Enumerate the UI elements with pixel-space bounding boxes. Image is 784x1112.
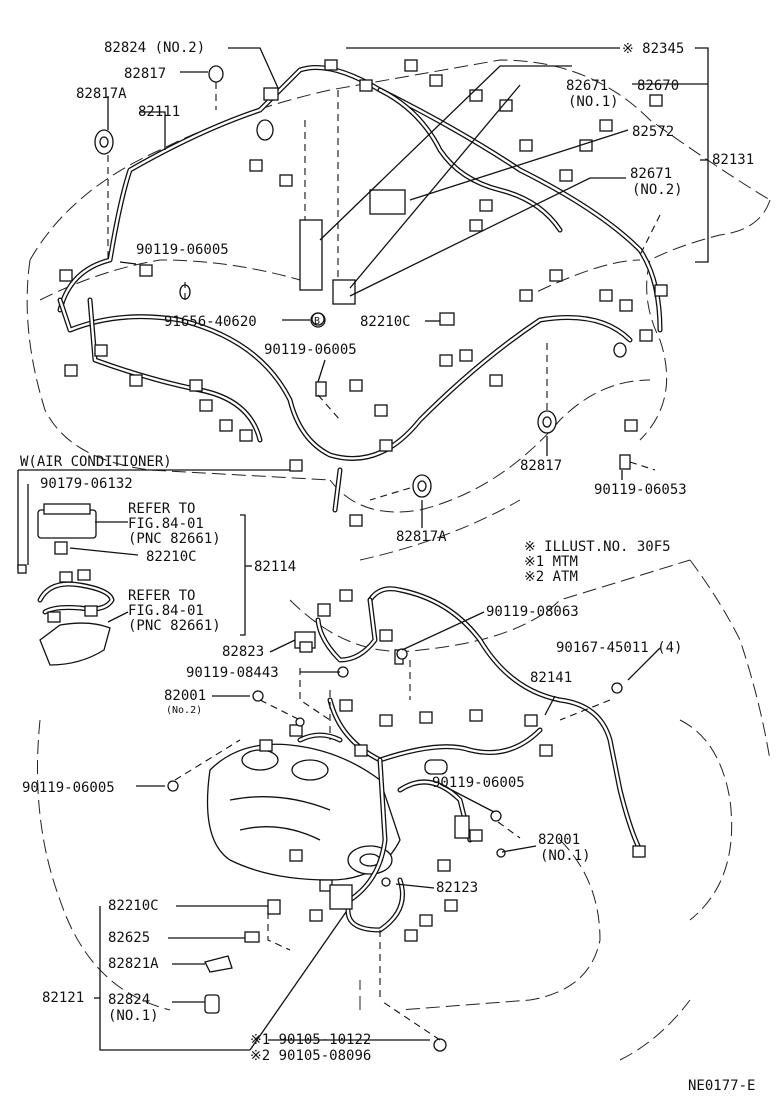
note-mtm: ※1 MTM (524, 554, 578, 570)
label-82670: 82670 (637, 78, 679, 94)
label-90119-08063: 90119-08063 (486, 604, 579, 620)
label-82823: 82823 (222, 644, 264, 660)
label-82114: 82114 (254, 559, 296, 575)
label-82817-top: 82817 (124, 66, 166, 82)
label-82001-no1: 82001 (538, 832, 580, 848)
label-82671-no1: 82671 (566, 78, 608, 94)
label-82817a-top: 82817A (76, 86, 127, 102)
upper-connectors (59, 59, 668, 527)
label-82821a: 82821A (108, 956, 159, 972)
label-82001-no1-sub: (NO.1) (540, 848, 591, 864)
label-82817-mid: 82817 (520, 458, 562, 474)
label-82671-no2-sub: (NO.2) (632, 182, 683, 198)
label-90119-06053: 90119-06053 (594, 482, 687, 498)
label-82824-no1: 82824 (108, 992, 150, 1008)
lower-parts (167, 589, 646, 1052)
reference-code: NE0177-E (688, 1078, 755, 1094)
label-82671-no1-sub: (NO.1) (568, 94, 619, 110)
label-82141: 82141 (530, 670, 572, 686)
label-82210c-top: 82210C (360, 314, 411, 330)
label-82210c-bot: 82210C (108, 898, 159, 914)
lower-body-outline (37, 559, 771, 1061)
label-82111: 82111 (138, 104, 180, 120)
label-82824-no1-sub: (NO.1) (108, 1008, 159, 1024)
label-refer2-line2: FIG.84-01 (128, 603, 204, 619)
label-82824-no2: 82824 (NO.2) (104, 40, 205, 56)
label-refer2-line1: REFER TO (128, 588, 195, 604)
b-symbol-letter: B (314, 316, 320, 327)
label-82131: 82131 (712, 152, 754, 168)
label-82123: 82123 (436, 880, 478, 896)
upper-leaders (107, 47, 709, 528)
label-82001-no2-sub: (No.2) (166, 705, 202, 716)
label-91656-40620: 91656-40620 (164, 314, 257, 330)
label-90179-06132: 90179-06132 (40, 476, 133, 492)
label-82671-no2: 82671 (630, 166, 672, 182)
label-82121: 82121 (42, 990, 84, 1006)
label-82817a-mid: 82817A (396, 529, 447, 545)
upper-parts (94, 65, 631, 498)
label-w-air-conditioner: W(AIR CONDITIONER) (20, 454, 172, 470)
label-90119-08443: 90119-08443 (186, 665, 279, 681)
upper-wire-harness (57, 65, 663, 513)
label-90119-06005-a: 90119-06005 (136, 242, 229, 258)
lower-wire-harness (297, 586, 643, 933)
label-82345: ※ 82345 (622, 41, 684, 57)
label-82001-no2: 82001 (164, 688, 206, 704)
engine-block (206, 743, 401, 881)
label-90167-45011: 90167-45011 (4) (556, 640, 682, 656)
note-illust: ※ ILLUST.NO. 30F5 (524, 539, 671, 555)
label-refer1-line2: FIG.84-01 (128, 516, 204, 532)
air-conditioner-inset (17, 469, 290, 666)
label-82210c-mid: 82210C (146, 549, 197, 565)
label-90105-10122: ※1 90105-10122 (250, 1032, 371, 1048)
label-90105-08096: ※2 90105-08096 (250, 1048, 371, 1064)
note-atm: ※2 ATM (524, 569, 578, 585)
label-90119-06005-d: 90119-06005 (432, 775, 525, 791)
label-82572: 82572 (632, 124, 674, 140)
label-90119-06005-b: 90119-06005 (264, 342, 357, 358)
lower-leaders (94, 611, 661, 1051)
label-refer1-line1: REFER TO (128, 501, 195, 517)
b-symbol-circle (310, 312, 326, 328)
label-90119-06005-c: 90119-06005 (22, 780, 115, 796)
label-82625: 82625 (108, 930, 150, 946)
label-refer1-line3: (PNC 82661) (128, 531, 221, 547)
labels: 82824 (NO.2) 82817 82817A 82111 ※ 82345 … (20, 40, 755, 1094)
label-refer2-line3: (PNC 82661) (128, 618, 221, 634)
